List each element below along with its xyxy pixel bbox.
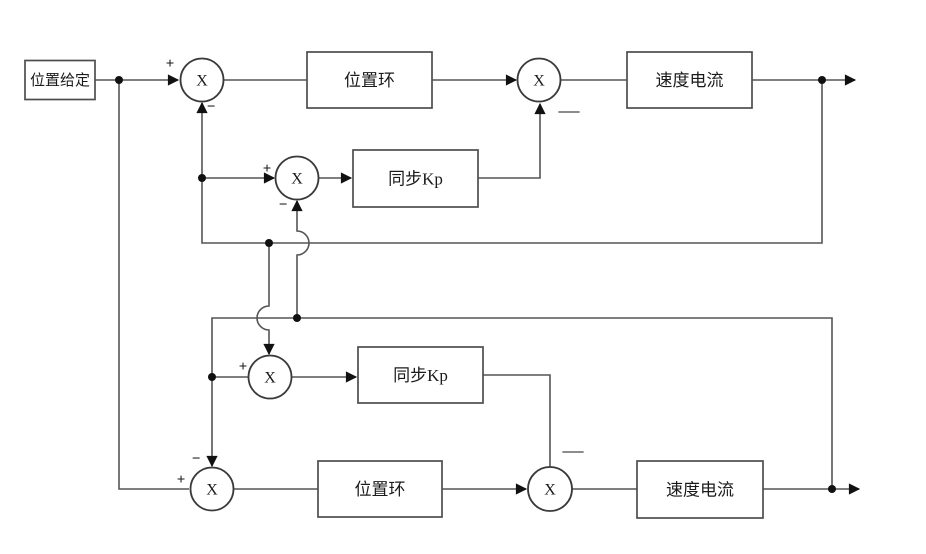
block-position-loop-bottom: 位置环 — [317, 460, 443, 518]
sum-circle — [516, 57, 562, 103]
sign-plus-sync-bottom: + — [239, 359, 248, 375]
block-speed-current-top: 速度电流 — [626, 51, 753, 109]
sum-circle — [247, 354, 293, 400]
block-position-loop-top: 位置环 — [306, 51, 433, 109]
junction-dot-fb1-branch — [198, 174, 206, 182]
block-rect — [24, 59, 96, 101]
wire-feedback-axis2 — [206, 317, 833, 489]
junction-dot-ref — [115, 76, 123, 84]
block-rect — [357, 346, 484, 404]
block-label: 速度电流 — [666, 481, 734, 500]
sum-error-bottom: X — [189, 466, 235, 512]
sum-symbol: X — [544, 482, 556, 499]
sum-sync-top: X — [274, 155, 320, 201]
sum-symbol: X — [196, 73, 208, 90]
block-sync-kp-top: 同步Kp — [352, 149, 479, 208]
junction-dot-fb2-branch — [208, 373, 216, 381]
junction-dot-output-axis1 — [818, 76, 826, 84]
sum-sync-bottom: X — [247, 354, 293, 400]
block-label: 同步Kp — [393, 366, 448, 385]
sum-symbol: X — [533, 73, 545, 90]
wire-sync-kp-top-to-speed-sum — [478, 102, 546, 179]
sum-circle — [274, 155, 320, 201]
sum-circle — [189, 466, 235, 512]
block-rect — [626, 51, 753, 109]
sign-minus-sync-top: − — [279, 197, 288, 213]
junction-dot-output-axis2 — [828, 485, 836, 493]
block-label: 位置环 — [355, 480, 406, 499]
sum-symbol: X — [264, 370, 276, 387]
block-label: 同步Kp — [388, 170, 443, 189]
sign-minus-error-top: − — [207, 99, 216, 115]
block-label: 位置给定 — [30, 72, 90, 89]
sign-plus-error-top: + — [166, 56, 175, 72]
block-rect — [352, 149, 479, 208]
sum-circle — [179, 57, 225, 103]
junction-dot-fb2-rail — [293, 314, 301, 322]
sign-minus-error-bottom: − — [192, 451, 201, 467]
block-label: 速度电流 — [656, 71, 724, 90]
block-rect — [317, 460, 443, 518]
sign-plus-error-bottom: + — [177, 472, 186, 488]
sign-minus-speed-top: — — [558, 98, 581, 122]
block-speed-current-bottom: 速度电流 — [636, 460, 764, 519]
block-sync-kp-bottom: 同步Kp — [357, 346, 484, 404]
wire-fb2-to-sync-sum-top — [291, 199, 310, 318]
block-rect — [306, 51, 433, 109]
sum-symbol: X — [291, 171, 303, 188]
block-rect — [636, 460, 764, 519]
wire-fb1-to-sync-sum-bot — [256, 243, 275, 356]
wire-ref-to-sum-err-bot — [118, 80, 189, 490]
block-position-reference: 位置给定 — [24, 59, 96, 101]
wire-feedback-axis1 — [196, 80, 823, 244]
sum-speed-bottom: X — [527, 466, 573, 512]
sum-symbol: X — [206, 482, 218, 499]
junction-dot-fb1-rail — [265, 239, 273, 247]
block-label: 位置环 — [344, 71, 395, 90]
wire-sync-kp-bot-to-speed-sum — [483, 374, 551, 467]
sum-speed-top: X — [516, 57, 562, 103]
sign-minus-speed-bottom: — — [562, 438, 585, 462]
sum-circle — [527, 466, 573, 512]
sum-error-top: X — [179, 57, 225, 103]
sign-plus-sync-top: + — [263, 161, 272, 177]
